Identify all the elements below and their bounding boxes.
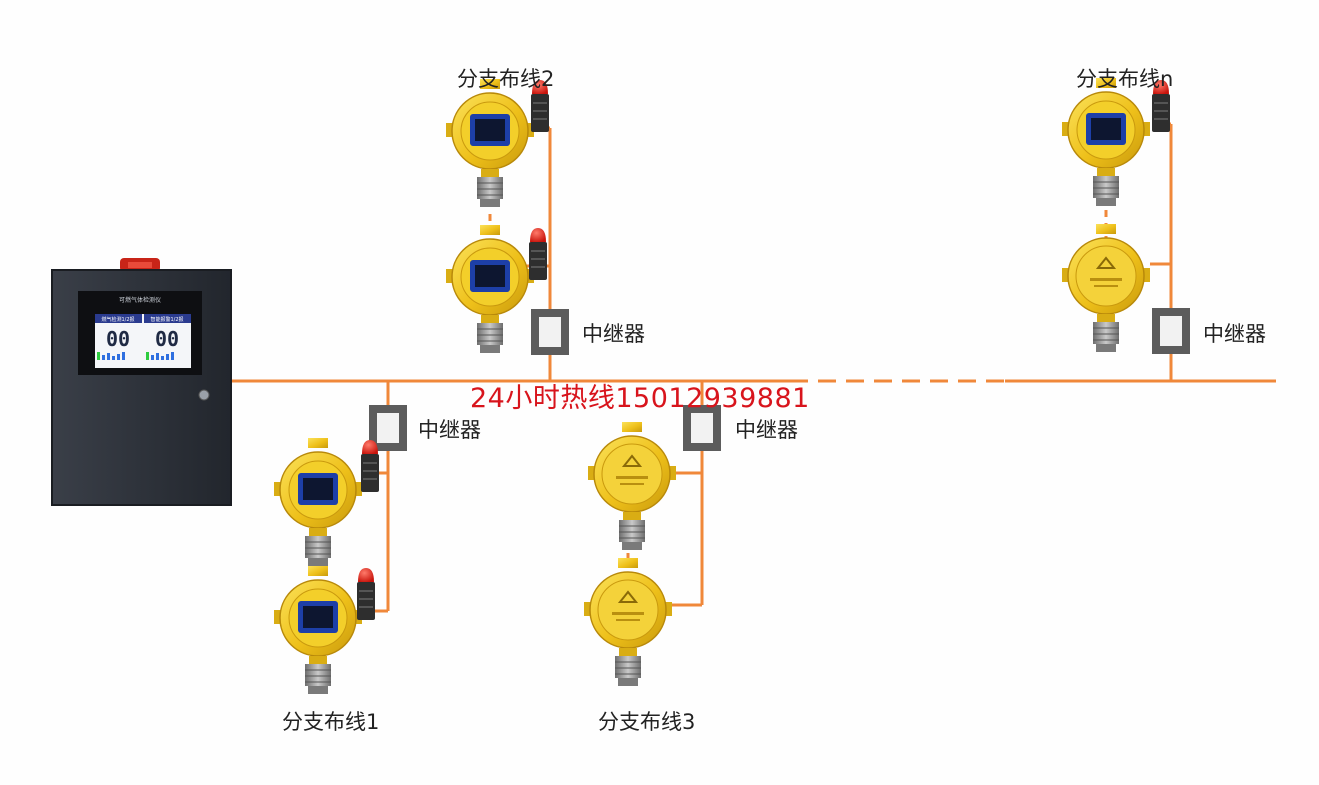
repeater-label: 中继器 [582, 324, 645, 345]
alarm-beacon-icon [357, 568, 375, 620]
panel-1-value: 00 [106, 327, 130, 351]
gas-alarm-controller: 可燃气体检测仪 燃气检测1/2报 智能报警1/2报 00 00 [52, 258, 231, 505]
wiring [230, 124, 1276, 611]
controller-title: 可燃气体检测仪 [119, 296, 161, 304]
repeater-label: 中继器 [1203, 324, 1266, 345]
hotline-watermark: 24小时热线15012939881 [470, 385, 810, 412]
branch-n-label: 分支布线n [1076, 69, 1173, 90]
repeater-box [1152, 308, 1190, 354]
repeater-label: 中继器 [418, 420, 481, 441]
panel-1-caption: 燃气检测1/2报 [101, 316, 134, 323]
repeater-label: 中继器 [735, 420, 798, 441]
branch-3-devices [584, 405, 721, 686]
panel-2-value: 00 [155, 327, 179, 351]
alarm-beacon-icon [361, 440, 379, 492]
branch-1-label: 分支布线1 [282, 712, 379, 733]
panel-2-caption: 智能报警1/2报 [150, 316, 183, 323]
branch-3-label: 分支布线3 [598, 712, 695, 733]
repeater-box [531, 309, 569, 355]
alarm-beacon-icon [529, 228, 547, 280]
cabinet-lock-icon [199, 390, 209, 400]
branch-2-label: 分支布线2 [457, 69, 554, 90]
